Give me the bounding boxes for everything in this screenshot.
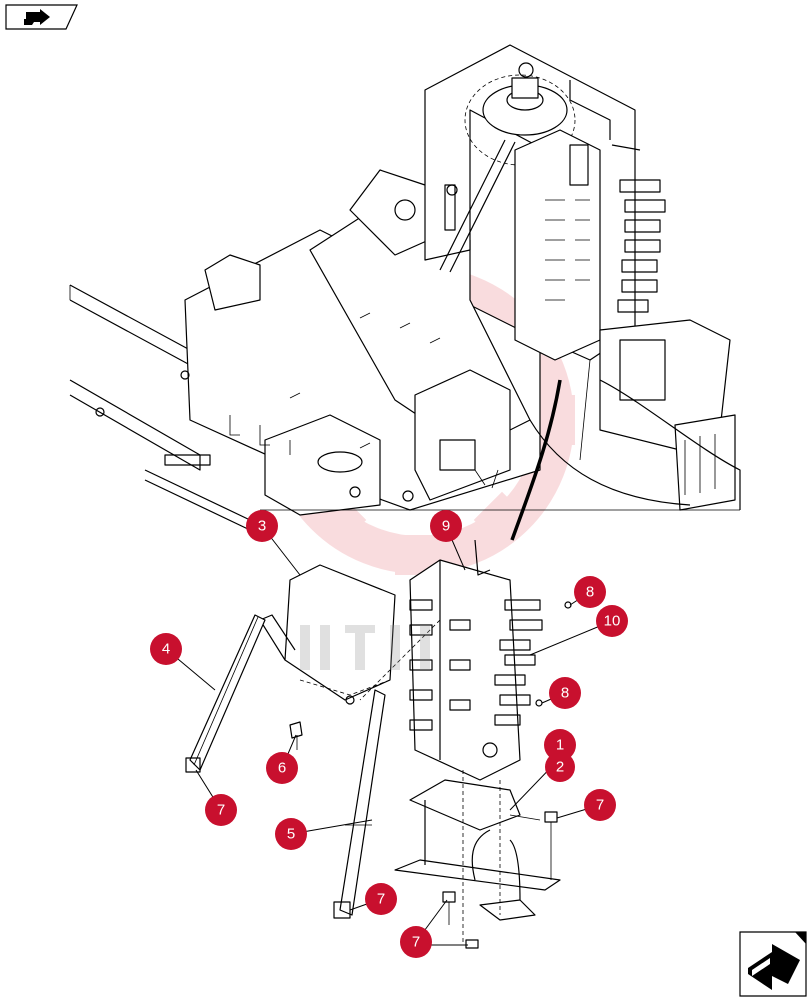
callout-7-right[interactable]: 7 <box>584 789 616 821</box>
machine-frame-drawing <box>69 44 741 541</box>
nav-next-box[interactable] <box>739 931 807 997</box>
callout-2[interactable]: 2 <box>545 752 575 782</box>
callout-label: 10 <box>604 613 621 630</box>
callout-4[interactable]: 4 <box>150 633 182 665</box>
callout-8-lower[interactable]: 8 <box>549 677 581 709</box>
callout-5[interactable]: 5 <box>275 818 307 850</box>
callout-9[interactable]: 9 <box>430 510 462 542</box>
callout-label: 7 <box>596 797 604 814</box>
callout-label: 3 <box>258 518 266 535</box>
callout-label: 8 <box>586 584 594 601</box>
callout-1[interactable]: 1 <box>544 729 576 761</box>
nav-prev-box[interactable] <box>5 4 78 30</box>
callout-label: 7 <box>217 802 225 819</box>
callout-7-mid[interactable]: 7 <box>365 883 397 915</box>
callout-label: 5 <box>287 826 295 843</box>
callout-label: 8 <box>561 685 569 702</box>
callout-label: 7 <box>412 934 420 951</box>
callout-7-left[interactable]: 7 <box>205 794 237 826</box>
watermark-text <box>300 625 430 670</box>
exploded-parts <box>185 539 572 949</box>
callout-7-bottom[interactable]: 7 <box>400 926 432 958</box>
callout-label: 2 <box>556 759 564 776</box>
arrow-right-icon <box>24 9 50 25</box>
callout-8-upper[interactable]: 8 <box>574 576 606 608</box>
callout-label: 7 <box>377 891 385 908</box>
callout-6[interactable]: 6 <box>266 752 298 784</box>
callout-label: 6 <box>278 760 286 777</box>
callout-label: 4 <box>162 641 170 658</box>
callout-3[interactable]: 3 <box>246 510 278 542</box>
callout-label: 9 <box>442 518 450 535</box>
callout-10[interactable]: 10 <box>596 605 628 637</box>
arrow-page-icon <box>748 944 800 990</box>
callout-label: 1 <box>556 737 564 754</box>
